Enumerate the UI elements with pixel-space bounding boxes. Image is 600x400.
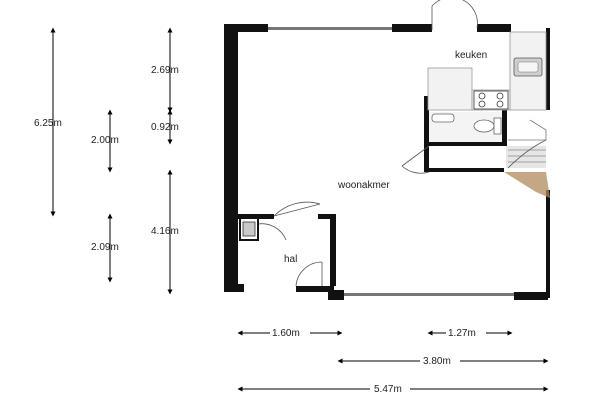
dim-label-stair-height: 2.00m [91, 135, 119, 146]
doors [257, 0, 478, 287]
wall-bottom-pillar [328, 290, 344, 300]
stair-landing [504, 172, 550, 198]
toilet-room [429, 112, 502, 142]
dim-label-stair-width: 1.27m [448, 328, 476, 339]
room-label-keuken: keuken [455, 50, 487, 61]
hal-wall-top [238, 214, 274, 219]
wall-right-lower [546, 190, 550, 298]
floor-plan-walls [224, 24, 550, 300]
stair-wall-bottom [424, 168, 504, 172]
kitchen-counter-left [427, 67, 473, 111]
door-stair [401, 145, 430, 167]
dim-label-total-height: 6.25m [34, 118, 62, 129]
wall-bottom-hal [296, 286, 334, 292]
floor-area [238, 30, 548, 292]
toilet-wall-left [424, 96, 429, 172]
dim-label-toilet-depth: 0.92m [151, 122, 179, 133]
meter-icon [242, 221, 256, 237]
wall-top-left [224, 24, 268, 32]
dim-label-hall-depth: 2.09m [91, 242, 119, 253]
dim-label-living-depth: 4.16m [151, 226, 179, 237]
kitchen-wall-right [546, 28, 550, 110]
wall-bottom-right [514, 292, 548, 300]
dim-label-rear-width: 3.80m [423, 356, 451, 367]
wall-top-mid [392, 24, 432, 32]
wall-top-window [268, 27, 392, 30]
meter-cupboard [239, 217, 259, 241]
toilet-wall-right [502, 110, 507, 146]
door-hal-top [273, 203, 321, 217]
kitchen-fixtures [427, 31, 547, 111]
vertical-dimensions: 6.25m 2.00m 2.09m 2.69m 0.92m 4.16m [34, 27, 179, 295]
dim-label-hall-width: 1.60m [272, 328, 300, 339]
horizontal-dimensions: 1.60m 1.27m 3.80m 5.47m [237, 326, 549, 395]
dim-label-total-width: 5.47m [374, 384, 402, 395]
wall-bottom-window [344, 293, 514, 296]
toilet-wall-bottom [424, 142, 506, 146]
hal-wall-top-right [318, 214, 336, 219]
hal-wall-right [330, 214, 336, 286]
wall-top-right [477, 24, 511, 32]
wall-left [224, 24, 238, 288]
washbasin-icon [431, 113, 455, 123]
toilet-icon [473, 117, 502, 135]
room-label-woonkamer: woonakmer [337, 180, 390, 191]
room-label-hal: hal [284, 254, 297, 265]
stove-icon [473, 90, 509, 110]
wall-bottom-left [224, 284, 244, 292]
stairs [504, 119, 550, 198]
dim-label-kitchen-depth: 2.69m [151, 65, 179, 76]
